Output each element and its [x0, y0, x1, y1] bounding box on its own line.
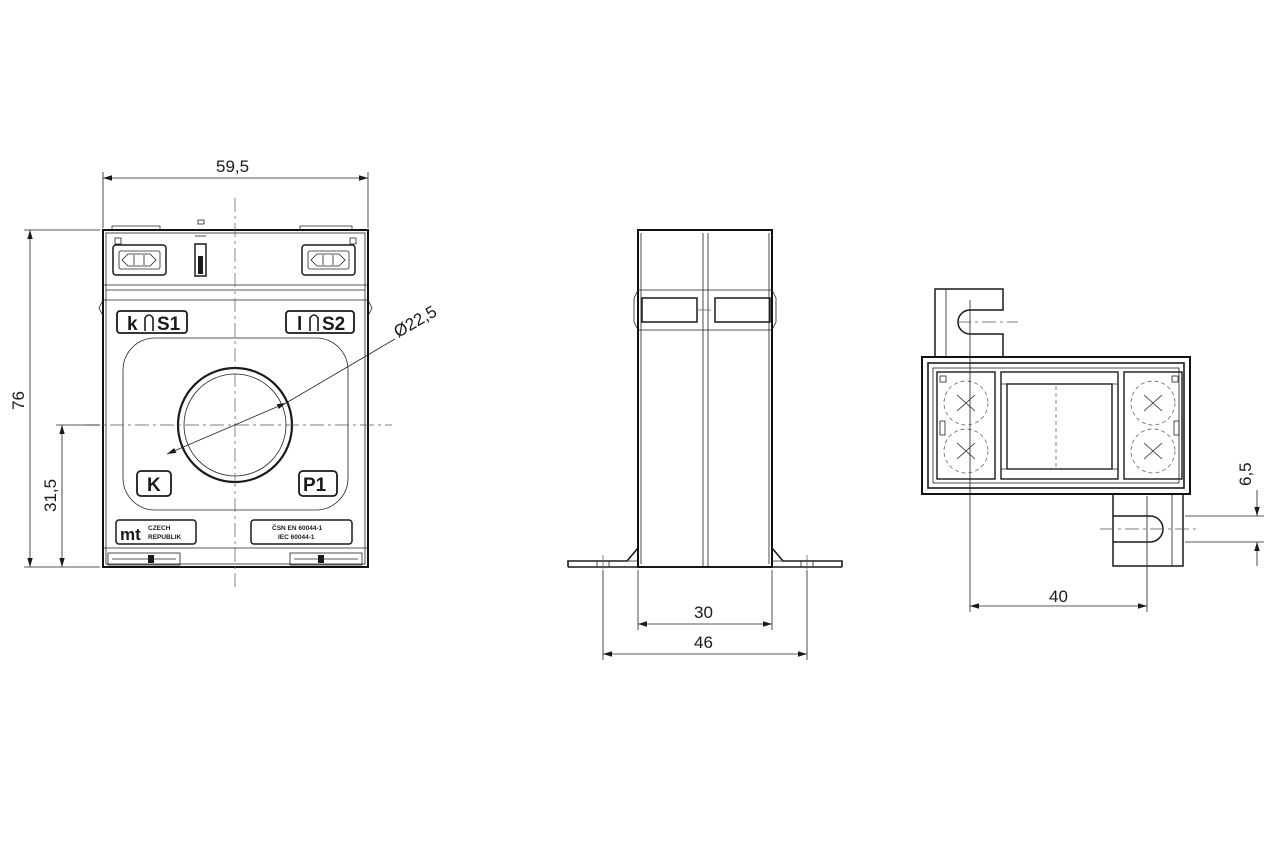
svg-text:P1: P1	[303, 475, 327, 496]
country-line-2: REPUBLIK	[148, 534, 182, 541]
label-k-s1: k S1	[116, 310, 188, 335]
dim-front-height: 76	[9, 229, 100, 568]
bottom-window	[1000, 371, 1119, 480]
dim-side-body-width: 30	[637, 570, 773, 630]
label-k: k	[127, 314, 138, 335]
manufacturer-logo: mt	[120, 525, 141, 544]
dim-side-body-width-label: 30	[694, 603, 713, 622]
country-line-1: CZECH	[148, 525, 171, 532]
dim-bottom-length-label: 40	[1049, 587, 1068, 606]
dim-bottom-length: 40	[970, 587, 1147, 609]
label-l-s2: l S2	[285, 310, 355, 335]
front-base-clips	[103, 547, 368, 566]
label-l: l	[297, 314, 302, 335]
dim-bottom-offset-label: 6,5	[1236, 462, 1255, 486]
dim-side-base-width: 46	[602, 570, 808, 660]
top-mounting-foot	[934, 288, 1018, 357]
dim-hole-diameter: Ø22,5	[166, 302, 441, 455]
front-body-outline	[102, 229, 369, 568]
dim-center-height: 31,5	[41, 424, 100, 567]
standards-plate: ČSN EN 60044-1 IEC 60044-1	[250, 519, 353, 545]
front-body-inner-outline	[105, 232, 366, 565]
bottom-body-outline	[921, 356, 1191, 495]
right-terminal-clamp	[301, 244, 356, 276]
standard-line-2: IEC 60044-1	[278, 534, 315, 541]
svg-text:K: K	[147, 475, 161, 496]
label-s1: S1	[157, 314, 181, 335]
seal-slot	[194, 219, 207, 277]
dim-center-height-label: 31,5	[41, 479, 60, 512]
side-base-flange	[567, 547, 843, 573]
front-recess-panel	[122, 337, 349, 511]
dim-front-height-label: 76	[9, 391, 28, 410]
bottom-mounting-foot	[1100, 494, 1200, 567]
dim-hole-diameter-label: Ø22,5	[391, 302, 441, 342]
right-terminal-block	[1123, 371, 1183, 480]
manufacturer-nameplate: mt CZECH REPUBLIK	[115, 519, 197, 545]
side-view: 30 46	[567, 229, 843, 660]
dim-bottom-offset: 6,5	[1185, 462, 1264, 566]
label-s2: S2	[322, 314, 345, 335]
standard-line-1: ČSN EN 60044-1	[272, 523, 323, 532]
dim-front-width-label: 59,5	[216, 157, 249, 176]
label-K: K	[136, 470, 172, 497]
side-body-outline	[637, 229, 773, 568]
dim-front-width: 59,5	[102, 157, 369, 228]
label-P1: P1	[298, 470, 338, 497]
left-terminal-clamp	[112, 244, 167, 276]
left-terminal-block	[936, 371, 996, 480]
front-view: k S1 l S2 K P1 mt CZECH REPUBLIK ČSN EN …	[9, 157, 440, 590]
bottom-view: 40 6,5	[921, 288, 1264, 612]
dim-side-base-width-label: 46	[694, 633, 713, 652]
